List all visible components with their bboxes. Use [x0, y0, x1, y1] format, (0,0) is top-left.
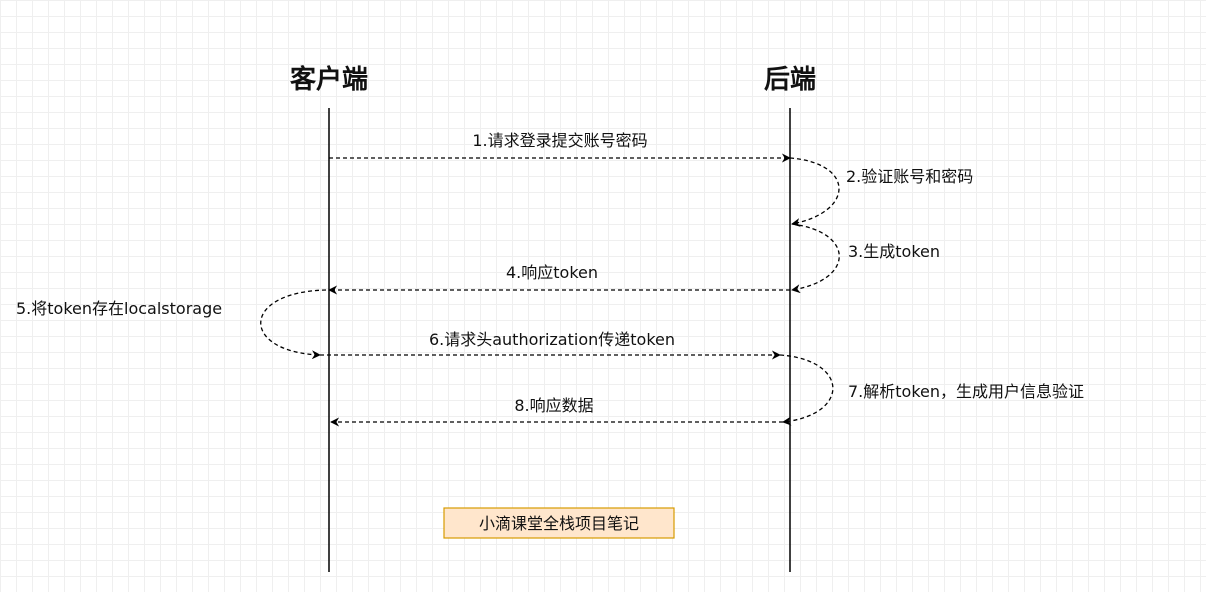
step-6-label: 6.请求头authorization传递token	[429, 330, 675, 349]
client-actor-title: 客户端	[290, 64, 368, 95]
step-8-label: 8.响应数据	[514, 396, 593, 415]
watermark-note-box	[443, 507, 675, 539]
self-loop-arrow-2	[789, 157, 840, 227]
server-actor-title: 后端	[764, 65, 816, 95]
self-loop-arrow-7	[779, 354, 834, 426]
step-7-label: 7.解析token，生成用户信息验证	[848, 382, 1084, 401]
step-2-label: 2.验证账号和密码	[846, 167, 973, 186]
step-5-label: 5.将token存在localstorage	[16, 299, 222, 318]
self-loop-arrow-5	[260, 289, 327, 360]
step-1-label: 1.请求登录提交账号密码	[472, 131, 647, 150]
watermark-note-text: 小滴课堂全栈项目笔记	[479, 514, 639, 533]
step-4-label: 4.响应token	[506, 263, 598, 282]
self-loop-arrow-3	[791, 223, 840, 294]
step-3-label: 3.生成token	[848, 242, 940, 261]
